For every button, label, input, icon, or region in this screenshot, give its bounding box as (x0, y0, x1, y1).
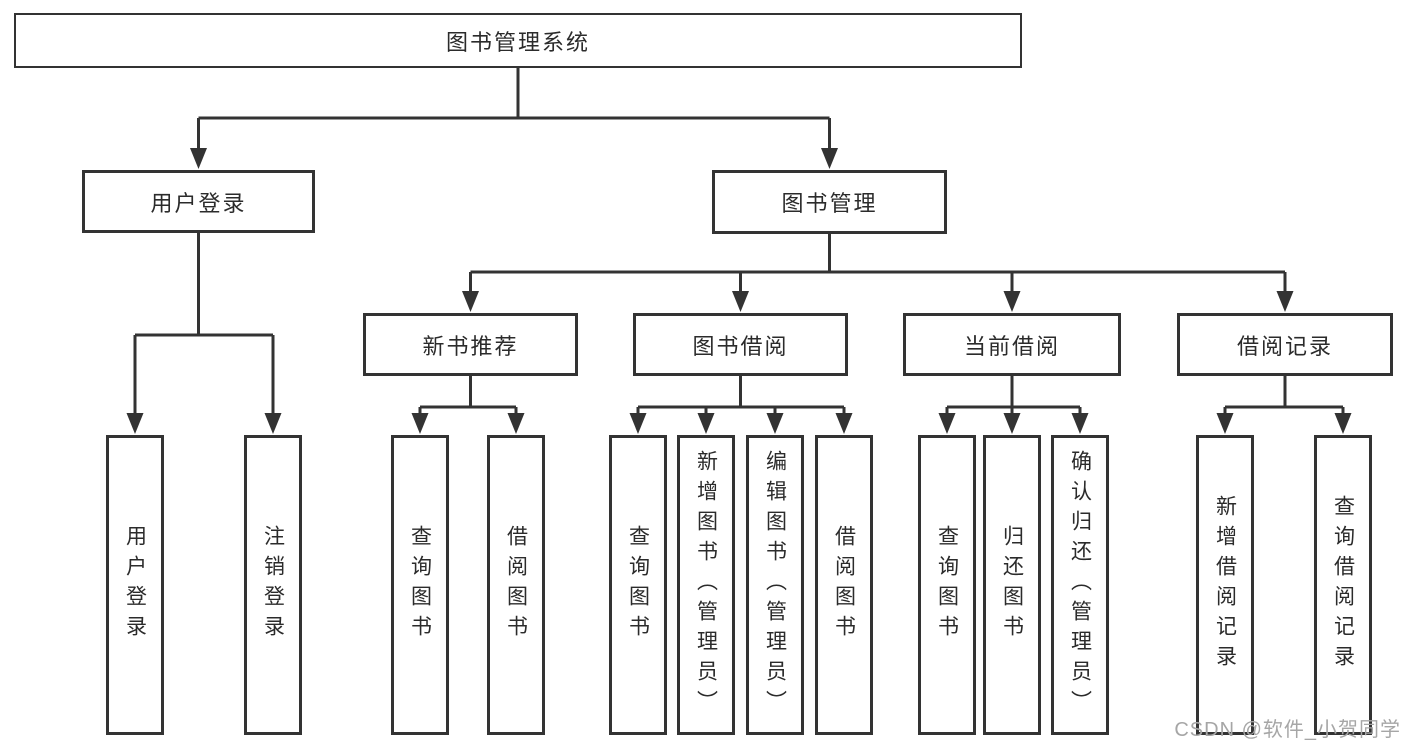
arrowhead (1334, 413, 1352, 434)
leaf-node-label: 查询图书 (935, 525, 959, 645)
arrowhead (462, 291, 479, 312)
leaf-node-user-login: 用户登录 (106, 435, 164, 735)
leaf-node-label: 借阅图书 (504, 525, 528, 645)
leaf-node-logout: 注销登录 (244, 435, 302, 735)
arrowhead (629, 413, 647, 434)
arrowhead (190, 148, 207, 169)
leaf-node-borrow-books-1: 借阅图书 (487, 435, 545, 735)
leaf-node-borrow-books-2: 借阅图书 (815, 435, 873, 735)
arrowhead (1276, 291, 1294, 312)
arrowhead (732, 291, 749, 312)
leaf-node-query-books-3: 查询图书 (918, 435, 976, 735)
leaf-node-add-borrow-record: 新增借阅记录 (1196, 435, 1254, 735)
arrowhead (766, 413, 784, 434)
connector-paths (133, 68, 1345, 416)
leaf-node-query-books-2: 查询图书 (609, 435, 667, 735)
arrowhead (1003, 291, 1021, 312)
leaf-node-label: 新增图书（管理员） (694, 450, 718, 720)
leaf-node-label: 归还图书 (1000, 525, 1024, 645)
arrowhead (697, 413, 715, 434)
arrowhead (411, 413, 429, 434)
leaf-node-label: 编辑图书（管理员） (763, 450, 787, 720)
arrowhead (264, 413, 282, 434)
section-node-book-borrow: 图书借阅 (633, 313, 848, 376)
arrowhead (507, 413, 525, 434)
leaf-node-label: 注销登录 (261, 525, 285, 645)
leaf-node-label: 查询借阅记录 (1331, 495, 1355, 675)
leaf-node-label: 用户登录 (123, 525, 147, 645)
arrowhead (938, 413, 956, 434)
leaf-node-label: 查询图书 (408, 525, 432, 645)
arrowhead (1003, 413, 1021, 434)
leaf-node-label: 新增借阅记录 (1213, 495, 1237, 675)
leaf-node-label: 确认归还（管理员） (1068, 450, 1092, 720)
management-node: 图书管理 (712, 170, 947, 234)
section-node-borrow-records: 借阅记录 (1177, 313, 1393, 376)
leaf-node-label: 查询图书 (626, 525, 650, 645)
leaf-node-edit-books-admin: 编辑图书（管理员） (746, 435, 804, 735)
leaf-node-query-books-1: 查询图书 (391, 435, 449, 735)
root-node: 图书管理系统 (14, 13, 1022, 68)
arrowhead (1071, 413, 1089, 434)
leaf-node-add-books-admin: 新增图书（管理员） (677, 435, 735, 735)
arrowhead (835, 413, 853, 434)
leaf-node-label: 借阅图书 (832, 525, 856, 645)
leaf-node-query-borrow-record: 查询借阅记录 (1314, 435, 1372, 735)
arrowheads (126, 148, 1352, 434)
section-node-current-borrow: 当前借阅 (903, 313, 1121, 376)
arrowhead (126, 413, 144, 434)
leaf-node-return-books: 归还图书 (983, 435, 1041, 735)
arrowhead (821, 148, 838, 169)
watermark: CSDN @软件_小贺同学 (1174, 719, 1401, 741)
arrowhead (1216, 413, 1234, 434)
login-node: 用户登录 (82, 170, 315, 233)
section-node-new-books: 新书推荐 (363, 313, 578, 376)
leaf-node-confirm-return-admin: 确认归还（管理员） (1051, 435, 1109, 735)
